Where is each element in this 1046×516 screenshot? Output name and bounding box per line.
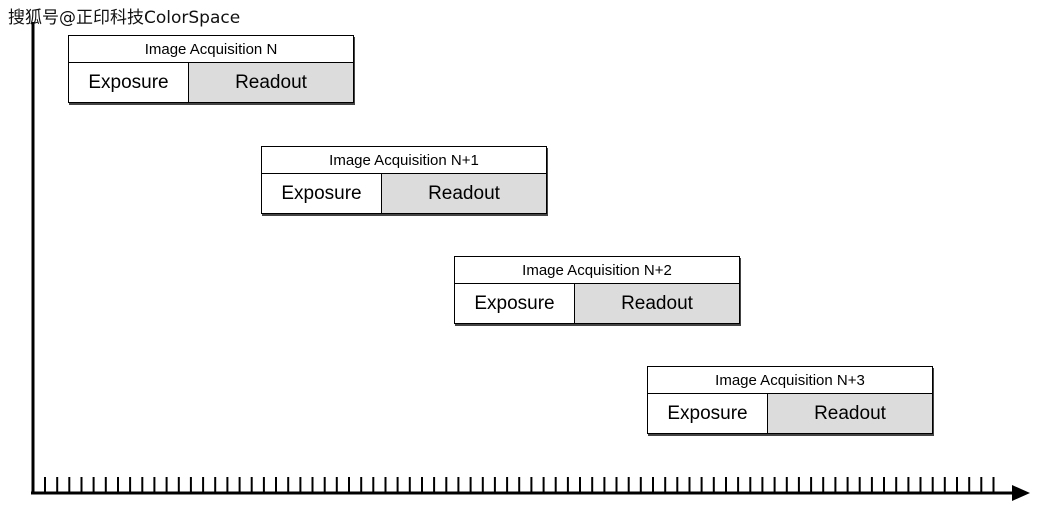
- acquisition-title: Image Acquisition N+2: [455, 257, 739, 284]
- exposure-cell: Exposure: [455, 284, 575, 323]
- axis-ticks: [44, 477, 995, 493]
- axis-arrowhead: [1012, 485, 1030, 501]
- readout-cell: Readout: [768, 394, 932, 433]
- exposure-cell: Exposure: [69, 63, 189, 102]
- acquisition-block-n1: Image Acquisition N+1 Exposure Readout: [261, 146, 547, 214]
- exposure-cell: Exposure: [648, 394, 768, 433]
- acquisition-title: Image Acquisition N+3: [648, 367, 932, 394]
- acquisition-block-n: Image Acquisition N Exposure Readout: [68, 35, 354, 103]
- acquisition-title: Image Acquisition N: [69, 36, 353, 63]
- readout-cell: Readout: [575, 284, 739, 323]
- exposure-cell: Exposure: [262, 174, 382, 213]
- acquisition-block-n3: Image Acquisition N+3 Exposure Readout: [647, 366, 933, 434]
- acquisition-title: Image Acquisition N+1: [262, 147, 546, 174]
- acquisition-block-n2: Image Acquisition N+2 Exposure Readout: [454, 256, 740, 324]
- readout-cell: Readout: [382, 174, 546, 213]
- watermark-text: 搜狐号@正印科技ColorSpace: [8, 8, 241, 28]
- readout-cell: Readout: [189, 63, 353, 102]
